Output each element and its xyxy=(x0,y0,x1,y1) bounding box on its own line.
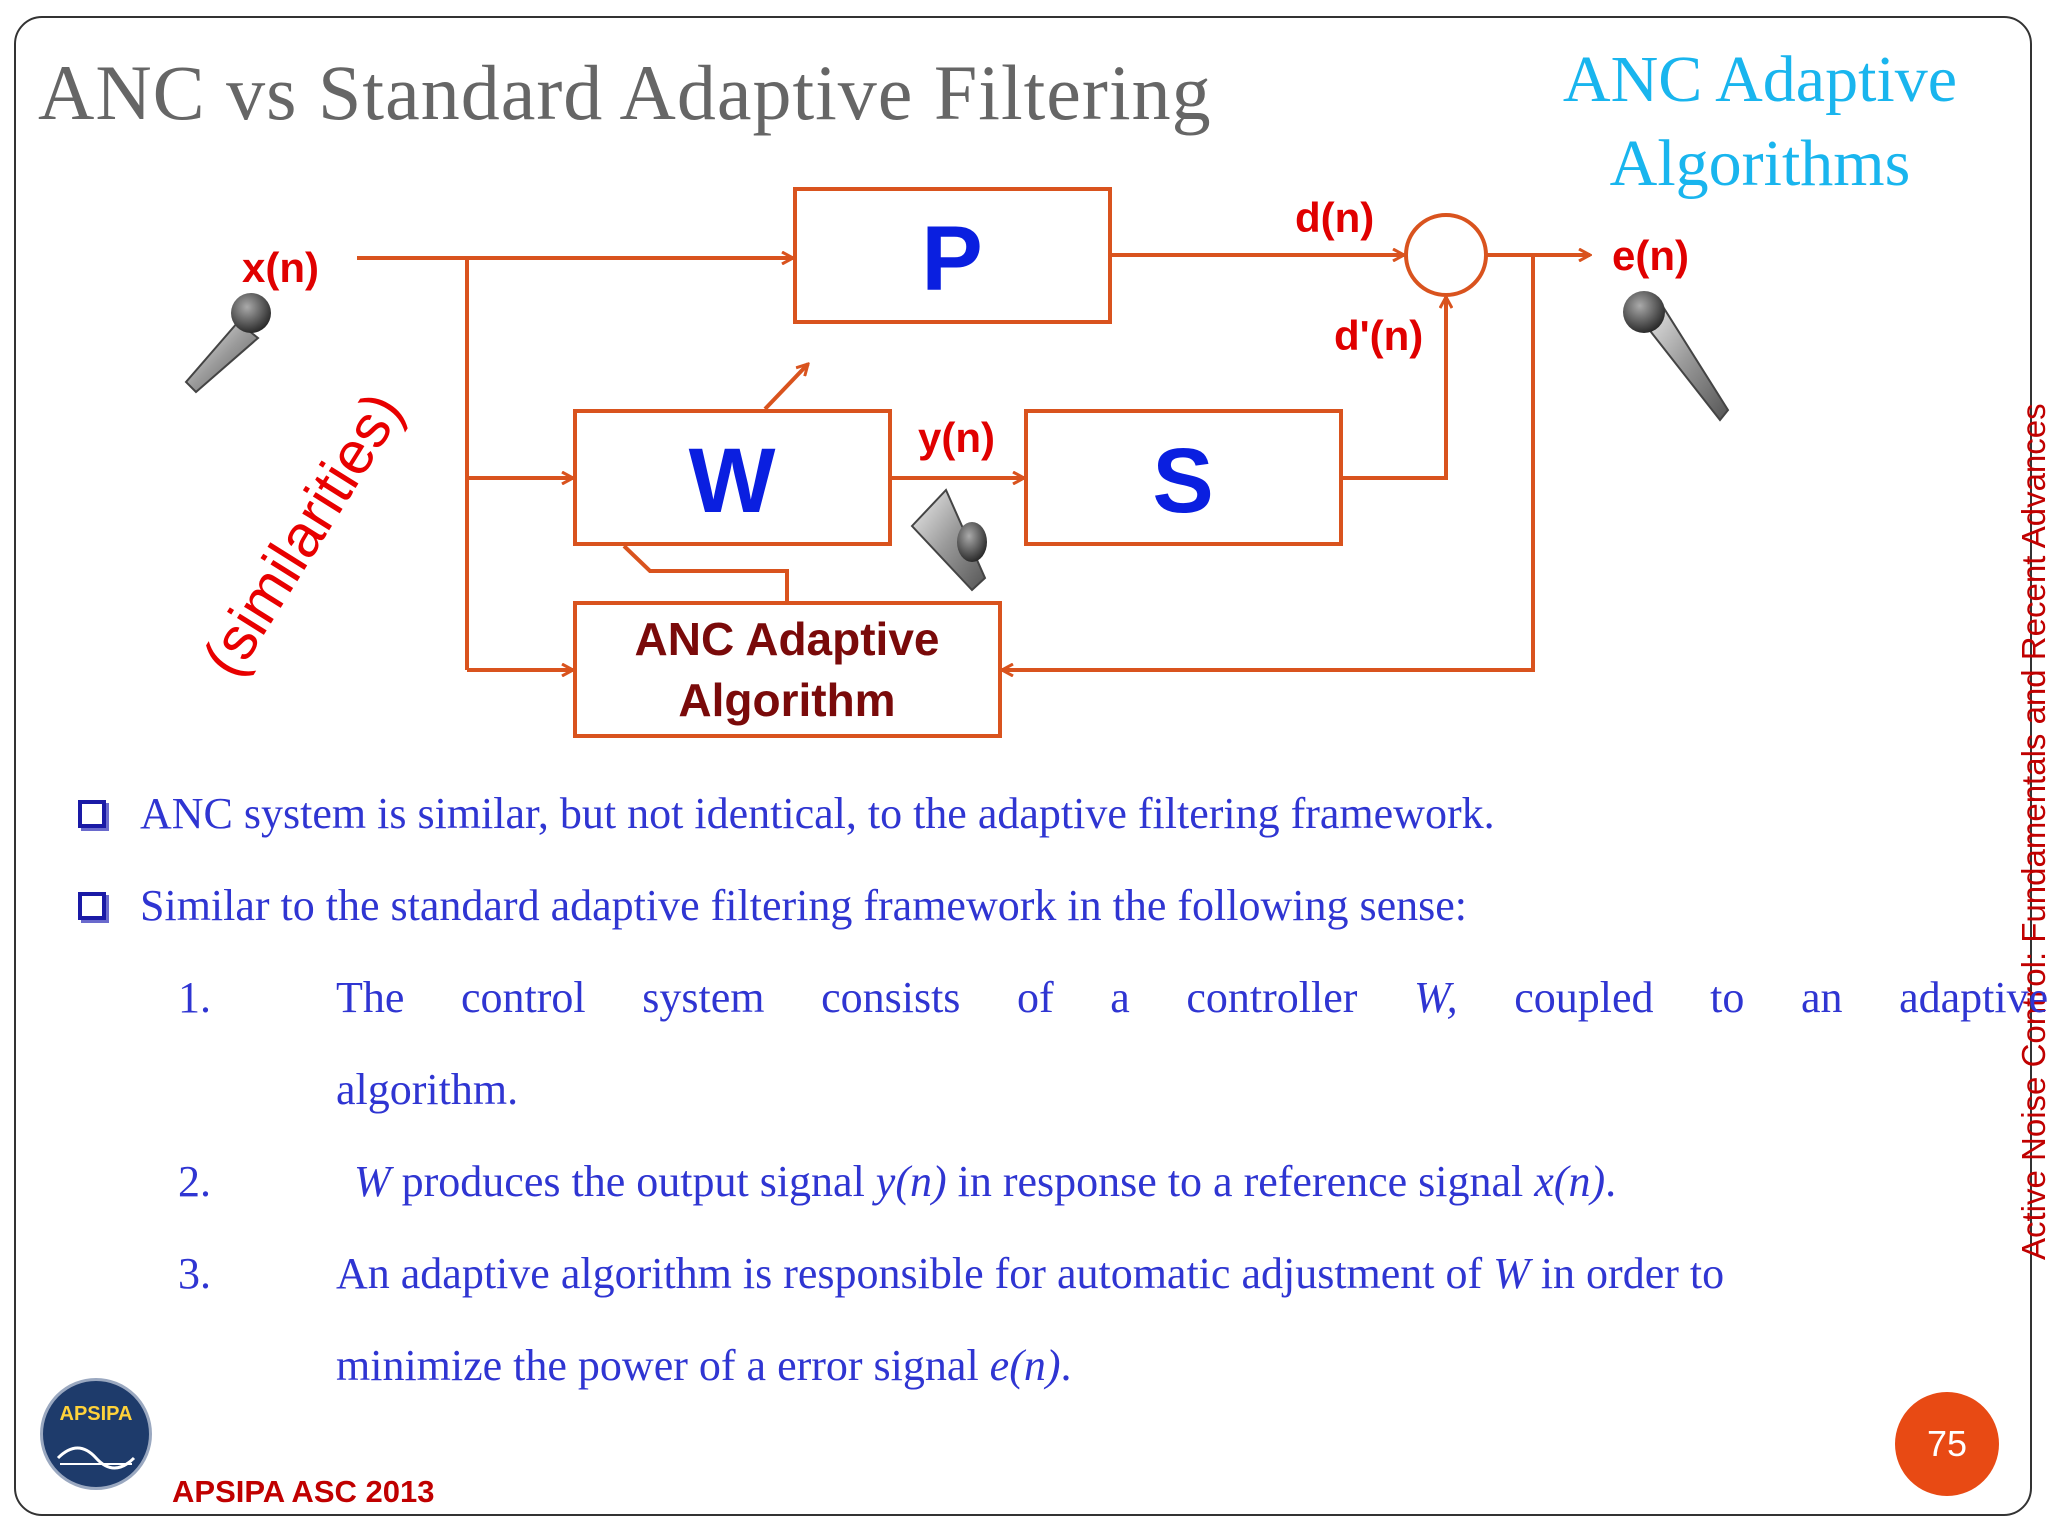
x-label: x(n) xyxy=(242,244,319,291)
logo-wave-icon xyxy=(56,1446,136,1470)
w-adjust-line xyxy=(622,544,789,603)
footer-text: APSIPA ASC 2013 xyxy=(172,1474,435,1509)
d-label: d(n) xyxy=(1295,194,1374,241)
similarities-label: (similarities) xyxy=(189,381,415,688)
bullet-item: Similar to the standard adaptive filteri… xyxy=(78,880,1467,931)
p-adjust-arrow xyxy=(763,364,808,411)
reference-microphone-icon xyxy=(184,293,271,394)
item-3-line2: minimize the power of a error signal e(n… xyxy=(336,1341,1072,1390)
item-number: 2. xyxy=(178,1157,211,1206)
e-label: e(n) xyxy=(1612,232,1689,279)
bullet-item: ANC system is similar, but not identical… xyxy=(78,788,1495,839)
checkbox-bullet-icon xyxy=(78,799,106,828)
anc-block-diagram: x(n) d(n) e(n) d'(n) y(n) P W S ANC Adap… xyxy=(184,187,1730,738)
slide-title: ANC vs Standard Adaptive Filtering xyxy=(38,49,1212,136)
section-title-line1: ANC Adaptive xyxy=(1562,43,1958,116)
s-label: S xyxy=(1152,430,1213,532)
item-2-line: W produces the output signal y(n) in res… xyxy=(354,1157,1617,1206)
p-label: P xyxy=(921,208,982,310)
page-number-badge: 75 xyxy=(1895,1392,1999,1496)
algorithm-label-line2: Algorithm xyxy=(678,674,895,726)
bullet-text: Similar to the standard adaptive filteri… xyxy=(140,881,1467,930)
apsipa-logo: APSIPA xyxy=(40,1378,152,1490)
loudspeaker-icon xyxy=(910,488,987,592)
item-number: 1. xyxy=(178,973,211,1022)
item-3-line1: An adaptive algorithm is responsible for… xyxy=(336,1249,1725,1298)
item-number: 3. xyxy=(178,1249,211,1298)
dprime-line xyxy=(1341,297,1446,480)
item-1-line2: algorithm. xyxy=(336,1065,519,1114)
error-microphone-icon xyxy=(1623,291,1730,422)
section-title-line2: Algorithms xyxy=(1609,127,1911,200)
summing-junction xyxy=(1404,213,1488,297)
y-label: y(n) xyxy=(918,414,995,461)
section-title: ANC Adaptive Algorithms xyxy=(1530,38,1990,206)
e-feedback-line xyxy=(1002,255,1535,670)
w-label: W xyxy=(689,430,776,532)
checkbox-bullet-icon xyxy=(78,891,106,920)
bullet-text: ANC system is similar, but not identical… xyxy=(140,789,1495,838)
item-1-line1: The control system consists of a control… xyxy=(336,973,2048,1022)
dprime-label: d'(n) xyxy=(1334,312,1423,359)
algorithm-label-line1: ANC Adaptive xyxy=(635,613,940,665)
logo-text: APSIPA xyxy=(59,1403,133,1425)
slide-frame xyxy=(14,16,2032,1516)
